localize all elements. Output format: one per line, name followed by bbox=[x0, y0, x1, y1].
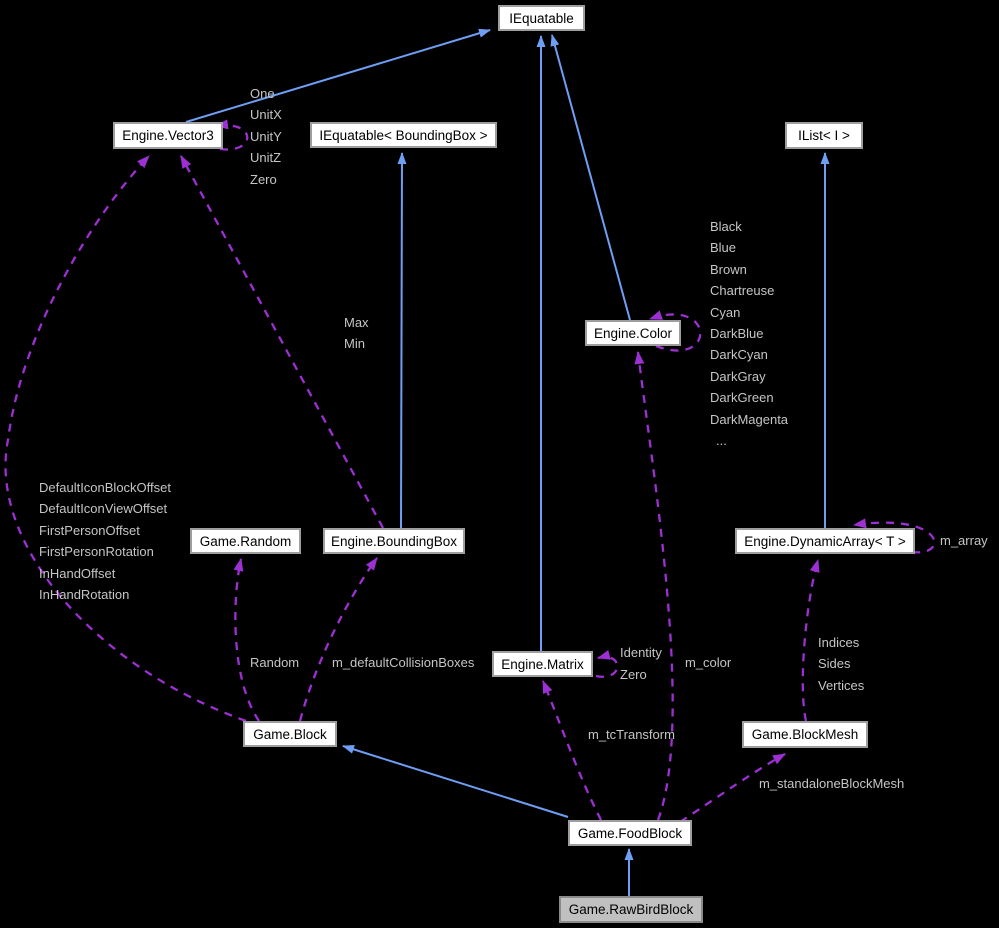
edge-label-m-tctransform: m_tcTransform bbox=[588, 727, 675, 742]
member-label: UnitZ bbox=[250, 150, 282, 166]
member-label: FirstPersonOffset bbox=[39, 522, 140, 538]
member-label: UnitX bbox=[250, 107, 282, 123]
member-label: DefaultIconBlockOffset bbox=[39, 480, 171, 495]
edge-usage-color-self-loop bbox=[649, 310, 702, 352]
member-label: One bbox=[250, 86, 275, 101]
edge-label-m-color: m_color bbox=[685, 655, 732, 670]
member-label: DarkGray bbox=[710, 368, 766, 384]
node-game-random[interactable]: Game.Random bbox=[190, 528, 301, 554]
node-engine-dynamicarray[interactable]: Engine.DynamicArray< T > bbox=[735, 528, 915, 554]
member-label: DarkBlue bbox=[710, 325, 764, 341]
edge-label-m-standaloneblockmesh: m_standaloneBlockMesh bbox=[759, 776, 905, 791]
edge-label-m-array: m_array bbox=[940, 533, 988, 548]
edge-usage-foodblock-color bbox=[634, 351, 674, 821]
member-label: InHandOffset bbox=[39, 565, 116, 581]
member-label: InHandRotation bbox=[39, 586, 130, 602]
node-ilist[interactable]: IList< I > bbox=[785, 122, 863, 149]
member-label-ellipsis: ... bbox=[716, 432, 727, 448]
edge-label-m-defaultcollisionboxes: m_defaultCollisionBoxes bbox=[332, 655, 475, 670]
matrix-static-members: Identity Zero bbox=[620, 642, 662, 687]
edge-label-random: Random bbox=[250, 655, 300, 670]
edge-usage-vector3-self-loop bbox=[215, 119, 249, 151]
node-iequatable-boundingbox[interactable]: IEquatable< BoundingBox > bbox=[310, 122, 497, 148]
node-iequatable[interactable]: IEquatable bbox=[498, 5, 585, 31]
edge-usage-blockmesh-dynamicarray bbox=[801, 559, 820, 722]
member-label: Zero bbox=[250, 171, 277, 187]
member-label: DefaultIconViewOffset bbox=[39, 501, 168, 517]
edge-usage-block-random bbox=[233, 558, 260, 722]
node-game-rawbirdblock: Game.RawBirdBlock bbox=[559, 896, 703, 923]
member-label: UnitY bbox=[250, 128, 282, 144]
member-label: Vertices bbox=[818, 677, 865, 693]
edge-usage-block-boundingbox bbox=[298, 557, 378, 722]
member-label: DarkGreen bbox=[710, 390, 774, 406]
member-label: DarkCyan bbox=[710, 347, 768, 363]
node-engine-boundingbox[interactable]: Engine.BoundingBox bbox=[323, 528, 465, 554]
edge-usage-matrix-self-loop bbox=[595, 650, 619, 678]
member-label: Chartreuse bbox=[710, 283, 775, 299]
edge-inherit-foodblock-block bbox=[342, 745, 569, 818]
edge-inherit-boundingbox-iequatablebb bbox=[397, 152, 407, 529]
member-label: Cyan bbox=[710, 304, 741, 320]
edge-usage-boundingbox-vector3 bbox=[179, 155, 385, 529]
node-engine-vector3[interactable]: Engine.Vector3 bbox=[113, 122, 223, 149]
member-label: Sides bbox=[818, 656, 851, 672]
node-engine-matrix[interactable]: Engine.Matrix bbox=[492, 651, 593, 677]
node-game-blockmesh[interactable]: Game.BlockMesh bbox=[742, 721, 868, 748]
edge-usage-dynamicarray-self-loop bbox=[853, 518, 936, 554]
boundingbox-vector3-members: Max Min bbox=[344, 312, 369, 355]
blockmesh-dynamicarray-members: Indices Sides Vertices bbox=[818, 632, 864, 696]
edge-usage-foodblock-blockmesh bbox=[679, 752, 786, 823]
edge-inherit-vector3-iequatable bbox=[185, 28, 491, 123]
color-static-members: Black Blue Brown Chartreuse Cyan DarkBlu… bbox=[710, 216, 788, 451]
member-label: FirstPersonRotation bbox=[39, 544, 154, 560]
member-label: Blue bbox=[710, 240, 737, 256]
member-label: Brown bbox=[710, 261, 747, 277]
vector3-static-members: One UnitX UnitY UnitZ Zero bbox=[250, 83, 282, 190]
member-label: Min bbox=[344, 336, 365, 352]
member-label: Indices bbox=[818, 635, 860, 650]
node-engine-color[interactable]: Engine.Color bbox=[585, 320, 681, 346]
edge-inherit-color-iequatable bbox=[550, 34, 631, 321]
member-label: Zero bbox=[620, 667, 647, 683]
edge-usage-foodblock-matrix bbox=[541, 680, 603, 821]
node-game-block[interactable]: Game.Block bbox=[243, 721, 337, 747]
member-label: Identity bbox=[620, 645, 662, 660]
member-label: Max bbox=[344, 315, 369, 330]
member-label: DarkMagenta bbox=[710, 411, 789, 427]
member-label: Black bbox=[710, 219, 742, 234]
block-vector3-members: DefaultIconBlockOffset DefaultIconViewOf… bbox=[39, 477, 171, 605]
edge-usage-block-vector3 bbox=[4, 155, 247, 723]
node-game-foodblock[interactable]: Game.FoodBlock bbox=[568, 820, 692, 846]
